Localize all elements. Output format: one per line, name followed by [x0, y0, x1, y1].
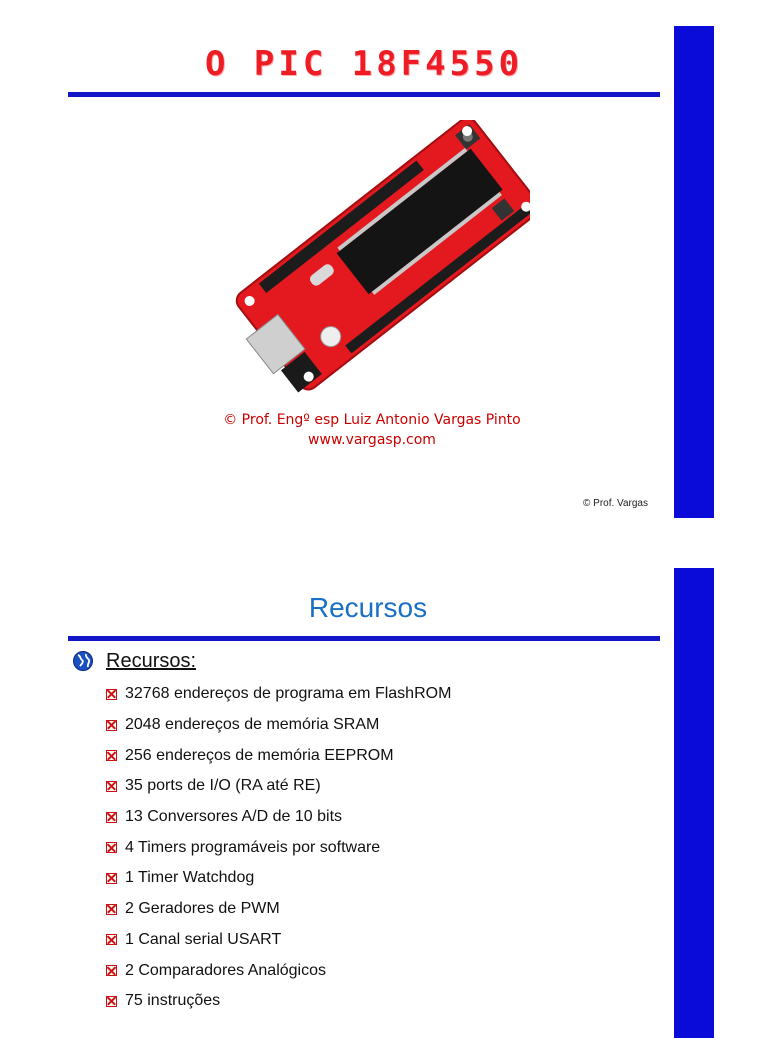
checkbox-x-icon — [106, 842, 117, 854]
checkbox-x-icon — [106, 750, 117, 762]
side-bar — [674, 26, 714, 518]
checkbox-x-icon — [106, 995, 117, 1007]
pcb-board-image — [230, 117, 540, 400]
title-rule — [68, 92, 660, 97]
title-rule — [68, 636, 660, 641]
list-item: 75 instruções — [106, 986, 451, 1017]
list-item: 1 Canal serial USART — [106, 925, 451, 956]
credit-author: © Prof. Engº esp Luiz Antonio Vargas Pin… — [223, 412, 521, 428]
credit-website: www.vargasp.com — [308, 432, 436, 448]
list-item: 4 Timers programáveis por software — [106, 832, 451, 863]
checkbox-x-icon — [106, 903, 117, 915]
resource-list: 32768 endereços de programa em FlashROM … — [106, 679, 451, 1017]
checkbox-x-icon — [106, 811, 117, 823]
list-item: 1 Timer Watchdog — [106, 863, 451, 894]
list-item: 2 Comparadores Analógicos — [106, 955, 451, 986]
slide-2: Recursos Recursos: 32768 endereços de pr… — [0, 566, 768, 1038]
list-item: 32768 endereços de programa em FlashROM — [106, 679, 451, 710]
bullet-level-1: Recursos: — [72, 648, 196, 674]
checkbox-x-icon — [106, 719, 117, 731]
list-item: 2048 endereços de memória SRAM — [106, 710, 451, 741]
slide-footer: © Prof. Vargas — [583, 498, 648, 509]
slide-title: O PIC 18F4550 — [204, 44, 524, 84]
slide-1: O PIC 18F4550 — [68, 26, 714, 518]
checkbox-x-icon — [106, 965, 117, 977]
checkbox-x-icon — [106, 872, 117, 884]
side-bar — [674, 568, 714, 1038]
globe-icon — [73, 651, 93, 671]
list-item: 13 Conversores A/D de 10 bits — [106, 802, 451, 833]
bullet-label: Recursos: — [106, 649, 197, 672]
checkbox-x-icon — [106, 934, 117, 946]
list-item: 256 endereços de memória EEPROM — [106, 740, 451, 771]
list-item: 2 Geradores de PWM — [106, 894, 451, 925]
list-item: 35 ports de I/O (RA até RE) — [106, 771, 451, 802]
checkbox-x-icon — [106, 780, 117, 792]
slide-title: Recursos — [308, 592, 428, 623]
checkbox-x-icon — [106, 688, 117, 700]
